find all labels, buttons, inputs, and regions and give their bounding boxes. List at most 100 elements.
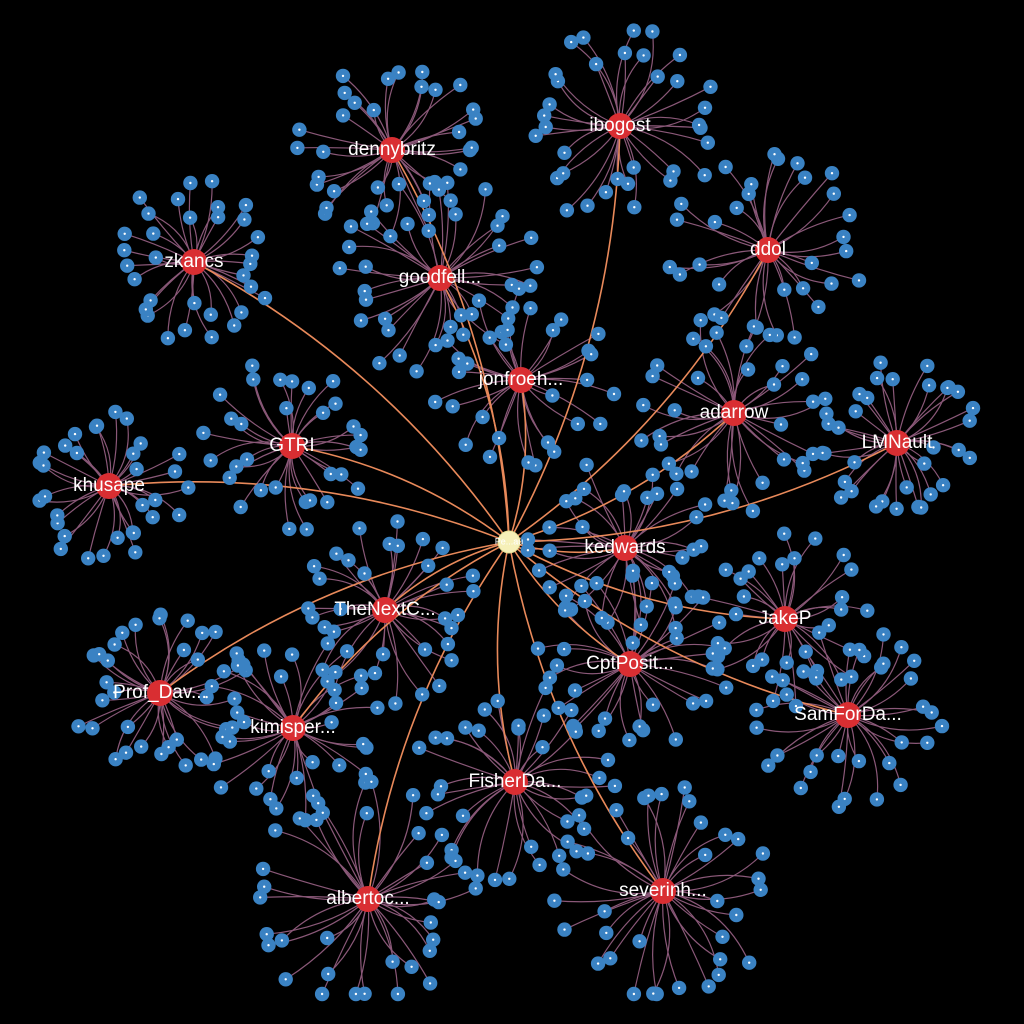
hub-node[interactable]: LMNault bbox=[862, 430, 933, 456]
leaf-node[interactable] bbox=[777, 526, 792, 541]
hub-node[interactable]: TheNextC... bbox=[334, 597, 436, 623]
leaf-node[interactable] bbox=[141, 206, 156, 221]
leaf-node[interactable] bbox=[257, 879, 272, 894]
leaf-node[interactable] bbox=[691, 117, 707, 133]
leaf-node[interactable] bbox=[319, 200, 334, 216]
leaf-node[interactable] bbox=[172, 446, 187, 462]
leaf-node[interactable] bbox=[788, 698, 804, 714]
leaf-node[interactable] bbox=[787, 551, 802, 566]
leaf-node[interactable] bbox=[317, 620, 332, 635]
leaf-node[interactable] bbox=[502, 871, 517, 886]
leaf-node[interactable] bbox=[370, 700, 385, 715]
hub-node[interactable]: FisherDa... bbox=[469, 769, 562, 795]
leaf-node[interactable] bbox=[571, 808, 587, 823]
leaf-node[interactable] bbox=[439, 577, 454, 592]
leaf-node[interactable] bbox=[742, 955, 757, 970]
leaf-node[interactable] bbox=[353, 427, 368, 443]
leaf-node[interactable] bbox=[686, 331, 701, 346]
leaf-node[interactable] bbox=[779, 655, 794, 670]
leaf-node[interactable] bbox=[372, 356, 387, 371]
leaf-node[interactable] bbox=[411, 826, 426, 841]
leaf-node[interactable] bbox=[796, 664, 811, 679]
leaf-node[interactable] bbox=[564, 702, 579, 718]
leaf-node[interactable] bbox=[851, 273, 867, 288]
leaf-node[interactable] bbox=[606, 386, 622, 402]
leaf-node[interactable] bbox=[176, 642, 192, 658]
leaf-node[interactable] bbox=[224, 411, 239, 426]
leaf-node[interactable] bbox=[577, 593, 593, 609]
leaf-node[interactable] bbox=[278, 972, 293, 987]
leaf-node[interactable] bbox=[962, 450, 977, 466]
leaf-node[interactable] bbox=[649, 486, 665, 501]
leaf-node[interactable] bbox=[306, 559, 322, 574]
leaf-node[interactable] bbox=[921, 378, 937, 393]
leaf-node[interactable] bbox=[812, 625, 827, 640]
leaf-node[interactable] bbox=[798, 644, 813, 659]
leaf-node[interactable] bbox=[383, 229, 398, 244]
leaf-node[interactable] bbox=[388, 696, 403, 711]
leaf-node[interactable] bbox=[333, 601, 348, 617]
leaf-node[interactable] bbox=[627, 200, 642, 215]
leaf-node[interactable] bbox=[302, 493, 318, 508]
leaf-node[interactable] bbox=[776, 452, 792, 467]
leaf-node[interactable] bbox=[669, 466, 684, 481]
leaf-node[interactable] bbox=[717, 641, 732, 656]
leaf-node[interactable] bbox=[133, 436, 148, 451]
leaf-node[interactable] bbox=[579, 372, 595, 388]
leaf-node[interactable] bbox=[893, 777, 908, 793]
leaf-node[interactable] bbox=[259, 927, 274, 942]
leaf-node[interactable] bbox=[636, 397, 651, 413]
leaf-node[interactable] bbox=[597, 711, 613, 726]
leaf-node[interactable] bbox=[385, 954, 400, 969]
leaf-node[interactable] bbox=[148, 492, 163, 508]
leaf-node[interactable] bbox=[325, 374, 341, 389]
leaf-node[interactable] bbox=[538, 680, 553, 696]
leaf-node[interactable] bbox=[580, 198, 595, 213]
leaf-node[interactable] bbox=[697, 168, 712, 183]
leaf-node[interactable] bbox=[229, 646, 244, 661]
leaf-node[interactable] bbox=[950, 384, 966, 399]
leaf-node[interactable] bbox=[379, 198, 394, 213]
leaf-node[interactable] bbox=[134, 739, 149, 754]
leaf-node[interactable] bbox=[120, 258, 135, 273]
leaf-node[interactable] bbox=[249, 781, 264, 796]
leaf-node[interactable] bbox=[464, 307, 479, 322]
leaf-node[interactable] bbox=[548, 67, 563, 82]
leaf-node[interactable] bbox=[775, 359, 790, 374]
leaf-node[interactable] bbox=[348, 986, 364, 1002]
leaf-node[interactable] bbox=[428, 337, 443, 353]
leaf-node[interactable] bbox=[671, 980, 687, 996]
leaf-node[interactable] bbox=[422, 976, 438, 991]
leaf-node[interactable] bbox=[542, 543, 557, 558]
leaf-node[interactable] bbox=[364, 774, 379, 789]
leaf-node[interactable] bbox=[491, 430, 507, 446]
leaf-node[interactable] bbox=[610, 171, 625, 187]
leaf-node[interactable] bbox=[718, 827, 733, 842]
leaf-node[interactable] bbox=[741, 186, 756, 202]
leaf-node[interactable] bbox=[869, 370, 885, 386]
leaf-node[interactable] bbox=[357, 566, 372, 581]
leaf-node[interactable] bbox=[152, 611, 167, 626]
leaf-node[interactable] bbox=[419, 806, 434, 821]
leaf-node[interactable] bbox=[400, 216, 415, 232]
leaf-node[interactable] bbox=[475, 409, 490, 425]
leaf-node[interactable] bbox=[415, 64, 430, 80]
leaf-node[interactable] bbox=[697, 100, 713, 116]
leaf-node[interactable] bbox=[598, 185, 614, 200]
leaf-node[interactable] bbox=[453, 77, 468, 93]
leaf-node[interactable] bbox=[935, 478, 951, 493]
leaf-node[interactable] bbox=[549, 658, 565, 673]
leaf-node[interactable] bbox=[795, 281, 811, 296]
leaf-node[interactable] bbox=[924, 705, 939, 720]
leaf-node[interactable] bbox=[538, 119, 553, 135]
leaf-node[interactable] bbox=[421, 207, 437, 223]
leaf-node[interactable] bbox=[445, 399, 460, 414]
leaf-node[interactable] bbox=[482, 330, 497, 345]
leaf-node[interactable] bbox=[860, 603, 875, 618]
leaf-node[interactable] bbox=[415, 531, 431, 547]
leaf-node[interactable] bbox=[833, 490, 849, 505]
leaf-node[interactable] bbox=[569, 844, 584, 859]
leaf-node[interactable] bbox=[417, 642, 433, 657]
leaf-node[interactable] bbox=[899, 480, 914, 495]
leaf-node[interactable] bbox=[600, 752, 616, 768]
